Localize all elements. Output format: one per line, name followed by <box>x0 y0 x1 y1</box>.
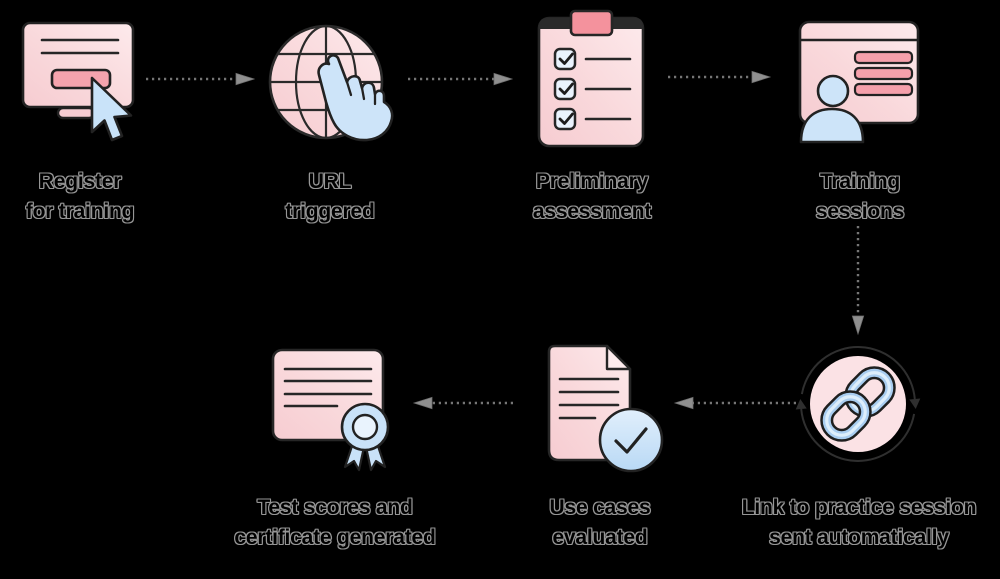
arrow-training-to-link <box>849 224 867 338</box>
globe-tap-icon <box>263 18 403 158</box>
label-line: certificate generated <box>234 526 436 549</box>
arrow-usecases-to-certificate <box>400 394 516 412</box>
label-line: evaluated <box>552 526 648 549</box>
chain-link-icon <box>820 366 896 442</box>
checkbox-row <box>553 107 632 131</box>
check-circle <box>598 407 664 473</box>
label-line: Training <box>819 170 901 193</box>
label-line: Preliminary <box>535 170 649 193</box>
checkbox-row <box>553 77 632 101</box>
label-line: assessment <box>532 200 652 223</box>
step-label-training-sessions: Training sessions <box>760 167 960 227</box>
monitor-click-icon <box>18 14 143 154</box>
tap-hand-icon <box>317 54 394 142</box>
step-label-preliminary-assessment: Preliminary assessment <box>492 167 692 227</box>
cursor-arrow-icon <box>90 76 133 142</box>
arrow-assessment-to-training <box>664 68 774 86</box>
step-label-register-for-training: Register for training <box>0 167 175 227</box>
label-line: Use cases <box>549 496 651 519</box>
certificate-ribbon-icon <box>263 343 403 473</box>
rosette-inner <box>351 413 379 441</box>
presentation-person-icon <box>793 16 927 148</box>
check-mark <box>614 427 648 454</box>
step-label-use-cases-evaluated: Use cases evaluated <box>500 493 700 553</box>
person-body <box>799 107 865 144</box>
label-line: Register <box>38 170 122 193</box>
link-cycle-icon <box>788 334 928 474</box>
arrow-register-to-url <box>144 70 259 88</box>
step-label-url-triggered: URL triggered <box>230 167 430 227</box>
arrow-url-to-assessment <box>404 70 516 88</box>
label-line: URL <box>308 170 352 193</box>
document-check-icon <box>533 338 669 476</box>
step-label-link-sent: Link to practice session sent automatica… <box>723 493 995 553</box>
person-head <box>816 74 850 108</box>
arrow-link-to-usecases <box>663 394 799 412</box>
label-line: for training <box>25 200 135 223</box>
page-fold <box>605 344 632 371</box>
checkbox-row <box>553 47 632 71</box>
label-line: Test scores and <box>257 496 413 519</box>
label-line: sessions <box>815 200 905 223</box>
step-label-test-scores-certificate: Test scores and certificate generated <box>205 493 465 553</box>
cycle-arrowhead <box>795 399 807 410</box>
checklist-clipboard-icon <box>533 8 651 150</box>
cycle-arrowhead <box>909 398 921 409</box>
label-line: sent automatically <box>769 526 949 549</box>
label-line: triggered <box>285 200 375 223</box>
label-line: Link to practice session <box>741 496 977 519</box>
